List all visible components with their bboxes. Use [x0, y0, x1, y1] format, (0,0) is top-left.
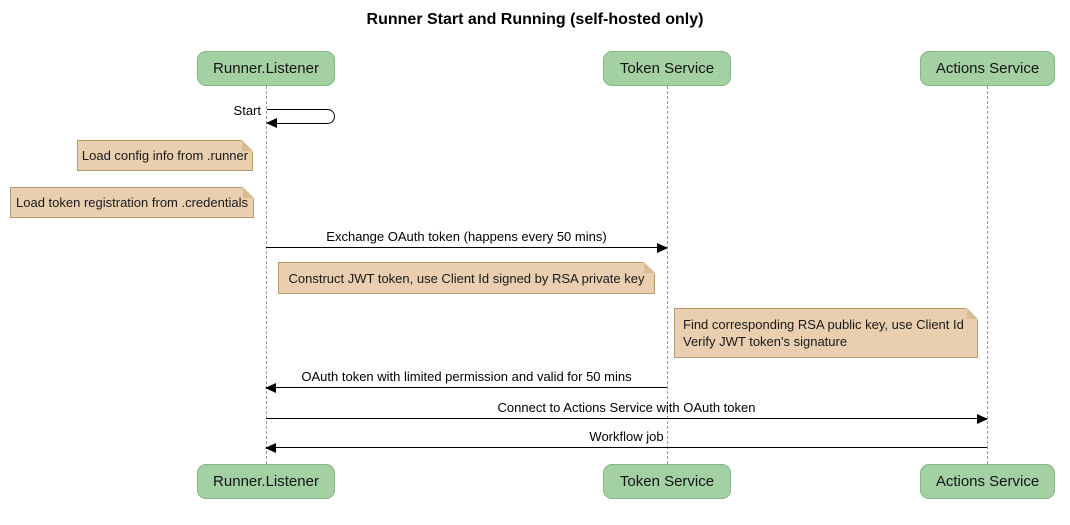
message-line: [266, 414, 988, 424]
self-message-loop: [267, 109, 335, 124]
message-label: OAuth token with limited permission and …: [301, 369, 632, 384]
self-message-arrowhead-icon: [266, 118, 277, 128]
participant-bottom-runner-listener: Runner.Listener: [197, 464, 335, 499]
message-label: Exchange OAuth token (happens every 50 m…: [326, 229, 607, 244]
note-load-config: Load config info from .runner: [77, 140, 253, 171]
message-label: Workflow job: [589, 429, 664, 444]
lifeline-runner-listener: [266, 86, 267, 464]
note-text: Construct JWT token, use Client Id signe…: [288, 270, 645, 286]
participant-bottom-token-service: Token Service: [603, 464, 731, 499]
message-line: [265, 383, 667, 393]
note-text: Load config info from .runner: [81, 148, 249, 163]
participant-top-runner-listener: Runner.Listener: [197, 51, 335, 86]
participant-bottom-actions-service: Actions Service: [920, 464, 1055, 499]
lifeline-actions-service: [987, 86, 988, 464]
participant-label: Token Service: [619, 473, 715, 490]
diagram-title: Runner Start and Running (self-hosted on…: [366, 11, 704, 28]
note-text-line1: Find corresponding RSA public key, use C…: [683, 317, 964, 332]
note-verify-jwt: Find corresponding RSA public key, use C…: [674, 308, 978, 358]
message-connect-actions-service: Connect to Actions Service with OAuth to…: [266, 399, 988, 424]
participant-label: Runner.Listener: [213, 60, 319, 77]
note-text: Load token registration from .credential…: [16, 195, 248, 210]
participant-top-actions-service: Actions Service: [920, 51, 1055, 86]
note-text-line2: Verify JWT token's signature: [683, 334, 848, 349]
participant-label: Token Service: [619, 60, 715, 77]
participant-label: Runner.Listener: [213, 473, 319, 490]
message-label-start: Start: [233, 103, 261, 118]
participant-top-token-service: Token Service: [603, 51, 731, 86]
participant-label: Actions Service: [935, 473, 1040, 490]
note-load-token-registration: Load token registration from .credential…: [10, 187, 254, 218]
lifeline-token-service: [667, 86, 668, 464]
arrowhead-right-icon: [977, 414, 988, 424]
arrowhead-left-icon: [265, 443, 276, 453]
participant-label: Actions Service: [935, 60, 1040, 77]
message-line: [265, 443, 987, 453]
note-construct-jwt: Construct JWT token, use Client Id signe…: [278, 262, 655, 294]
message-label: Connect to Actions Service with OAuth to…: [497, 400, 756, 415]
message-workflow-job: Workflow job: [265, 428, 987, 453]
arrowhead-left-icon: [265, 383, 276, 393]
message-oauth-token-returned: OAuth token with limited permission and …: [265, 368, 667, 393]
message-exchange-oauth-token: Exchange OAuth token (happens every 50 m…: [266, 228, 668, 253]
arrowhead-right-icon: [657, 243, 668, 253]
message-line: [266, 243, 668, 253]
